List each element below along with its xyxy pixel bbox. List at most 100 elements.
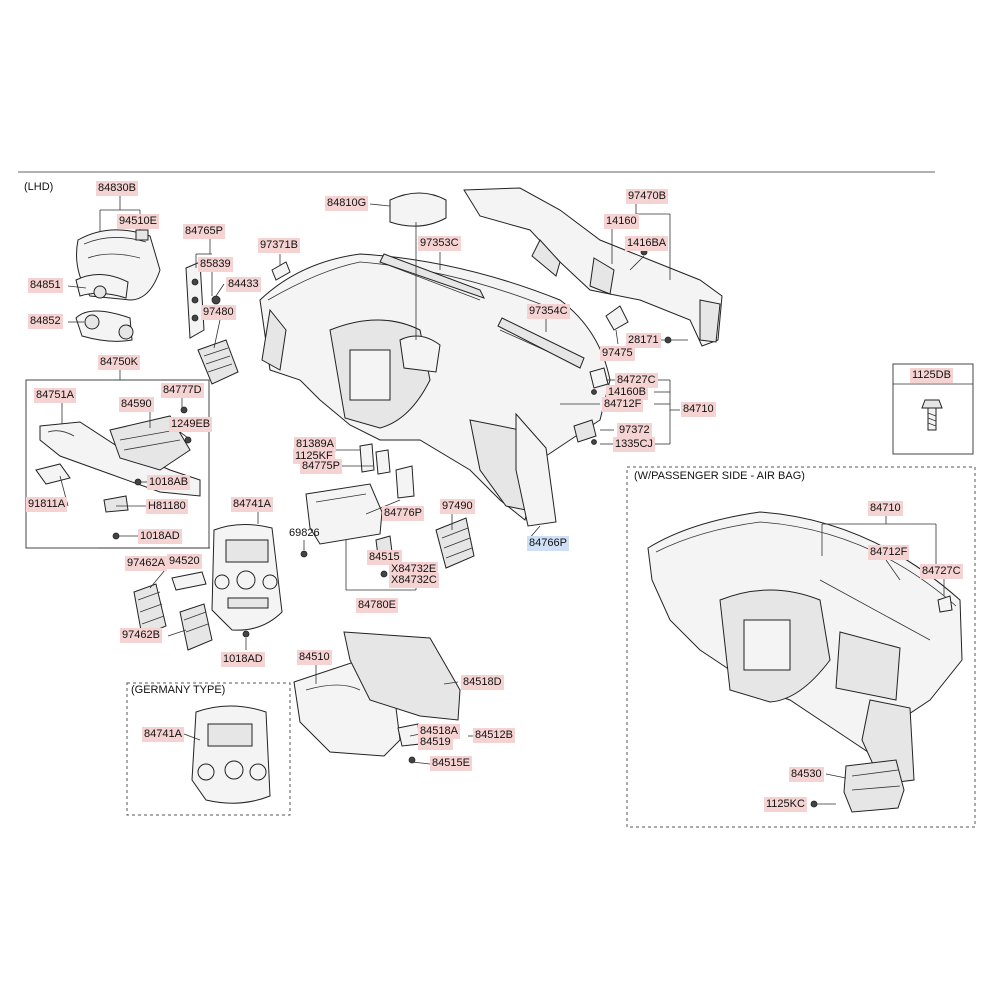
- part-label-1018ad-a[interactable]: 1018AD: [138, 529, 182, 544]
- screw-1249eb-icon: [184, 436, 192, 444]
- part-label-84775p[interactable]: 84775P: [300, 459, 342, 474]
- part-label-14160b[interactable]: 14160B: [606, 385, 648, 400]
- center-vent-97490-part: [435, 517, 475, 569]
- crash-pad-cover-part: [389, 192, 447, 227]
- part-label-84712f[interactable]: 84712F: [602, 397, 644, 412]
- part-label-97353c[interactable]: 97353C: [418, 236, 461, 251]
- part-label-97480[interactable]: 97480: [201, 305, 236, 320]
- defroster-nozzle-97354c-part: [497, 317, 585, 369]
- side-vent-97480-part: [197, 339, 239, 385]
- part-label-85839[interactable]: 85839: [198, 257, 233, 272]
- side-cover-84766p-part: [515, 412, 557, 527]
- part-label-84851[interactable]: 84851: [28, 278, 63, 293]
- main-dashboard-part: [259, 253, 611, 521]
- part-label-97354c[interactable]: 97354C: [527, 304, 570, 319]
- bezel-84852-part: [75, 310, 134, 342]
- defroster-nozzle-97353c-part: [379, 253, 485, 299]
- bracket-84775p-part: [359, 443, 391, 475]
- clip-84515e-icon: [408, 756, 416, 764]
- part-label-84530[interactable]: 84530: [789, 767, 824, 782]
- part-label-84776p[interactable]: 84776P: [382, 506, 424, 521]
- part-label-h81180[interactable]: H81180: [146, 499, 188, 514]
- pad-91811a-part: [35, 463, 71, 485]
- bolt-icon: [921, 399, 943, 431]
- part-label-97462b[interactable]: 97462B: [120, 628, 162, 643]
- passenger-airbag-box: [626, 466, 976, 828]
- center-fascia-part: [211, 524, 283, 631]
- part-label-84727c[interactable]: 84727C: [615, 373, 658, 388]
- part-label-84510[interactable]: 84510: [297, 650, 332, 665]
- airbag-dashboard-part: [647, 511, 963, 785]
- screw-1335cj-icon: [591, 439, 597, 445]
- part-label-1018ad-b[interactable]: 1018AD: [221, 652, 265, 667]
- part-label-91811a[interactable]: 91811A: [26, 497, 68, 512]
- part-label-84512b[interactable]: 84512B: [473, 728, 515, 743]
- glove-lid-84780e-part: [305, 483, 383, 545]
- bezel-84851-part: [75, 274, 129, 299]
- part-label-1249eb[interactable]: 1249EB: [169, 417, 213, 432]
- screw-1018ad-b-icon: [242, 630, 250, 638]
- part-label-84830b[interactable]: 84830B: [96, 181, 138, 196]
- part-label-97371b[interactable]: 97371B: [258, 238, 300, 253]
- germany-type-box: [126, 682, 291, 816]
- passenger-airbag-label: (W/PASSENGER SIDE - AIR BAG): [634, 470, 805, 482]
- part-label-84515[interactable]: 84515: [367, 550, 402, 565]
- part-label-84777d[interactable]: 84777D: [161, 383, 204, 398]
- part-label-84741a-germany[interactable]: 84741A: [142, 727, 184, 742]
- part-label-97462a[interactable]: 97462A: [125, 556, 167, 571]
- part-label-84515e[interactable]: 84515E: [430, 756, 472, 771]
- part-label-28171[interactable]: 28171: [626, 333, 661, 348]
- part-label-81389a[interactable]: 81389A: [294, 437, 336, 452]
- part-label-1335cj[interactable]: 1335CJ: [613, 437, 655, 452]
- glove-box-84510-part: [293, 631, 461, 757]
- part-label-84766p[interactable]: 84766P: [527, 536, 569, 551]
- part-label-84590[interactable]: 84590: [119, 397, 154, 412]
- clip-97371b-part: [271, 261, 291, 281]
- part-label-84518d[interactable]: 84518D: [461, 675, 504, 690]
- germany-type-label: (GERMANY TYPE): [131, 684, 226, 696]
- part-label-97475[interactable]: 97475: [600, 346, 635, 361]
- part-label-97470b[interactable]: 97470B: [626, 189, 668, 204]
- bracket-84776p-part: [395, 465, 415, 499]
- switch-h81180-part: [103, 495, 129, 513]
- germany-fascia-part: [191, 705, 271, 804]
- clip-x84732c-icon: [380, 570, 388, 578]
- part-label-94520[interactable]: 94520: [167, 554, 202, 569]
- part-label-69826[interactable]: 69826: [289, 527, 320, 539]
- clip-84727c-part: [589, 367, 609, 389]
- part-label-94510e[interactable]: 94510E: [117, 214, 159, 229]
- part-label-97490[interactable]: 97490: [440, 499, 475, 514]
- bolt-1125kc-icon: [810, 800, 836, 808]
- part-label-84741a[interactable]: 84741A: [231, 497, 273, 512]
- part-label-84433[interactable]: 84433: [226, 277, 261, 292]
- part-label-84727c-airbag[interactable]: 84727C: [920, 564, 963, 579]
- vent-97462a-part: [133, 583, 167, 637]
- part-label-84712f-airbag[interactable]: 84712F: [868, 545, 910, 560]
- clip-14160b-icon: [591, 389, 597, 395]
- screw-84433-icon: [211, 295, 221, 305]
- inset-box-1125db: [892, 363, 974, 455]
- part-label-84751a[interactable]: 84751A: [34, 388, 76, 403]
- lhd-label: (LHD): [24, 181, 54, 193]
- part-label-1416ba[interactable]: 1416BA: [625, 236, 669, 251]
- part-label-1125db[interactable]: 1125DB: [910, 368, 953, 383]
- switch-94520-part: [171, 571, 207, 591]
- part-label-84710-airbag[interactable]: 84710: [868, 501, 903, 516]
- part-label-14160[interactable]: 14160: [604, 214, 639, 229]
- part-label-84765p[interactable]: 84765P: [183, 224, 225, 239]
- clip-84777d-icon: [180, 406, 188, 414]
- part-label-84852[interactable]: 84852: [28, 314, 63, 329]
- part-label-84810g[interactable]: 84810G: [325, 196, 369, 211]
- vent-97372-part: [573, 419, 597, 443]
- part-label-84710[interactable]: 84710: [681, 402, 716, 417]
- part-label-1125kc[interactable]: 1125KC: [764, 797, 807, 812]
- part-label-97372[interactable]: 97372: [617, 423, 652, 438]
- part-label-84750k[interactable]: 84750K: [98, 355, 140, 370]
- side-bracket-part: [185, 261, 205, 339]
- part-label-x84732c[interactable]: X84732C: [389, 573, 439, 588]
- part-label-84519[interactable]: 84519: [418, 735, 453, 750]
- part-label-1018ab[interactable]: 1018AB: [147, 475, 191, 490]
- part-label-84780e[interactable]: 84780E: [356, 598, 398, 613]
- airbag-module-84530-part: [843, 759, 905, 813]
